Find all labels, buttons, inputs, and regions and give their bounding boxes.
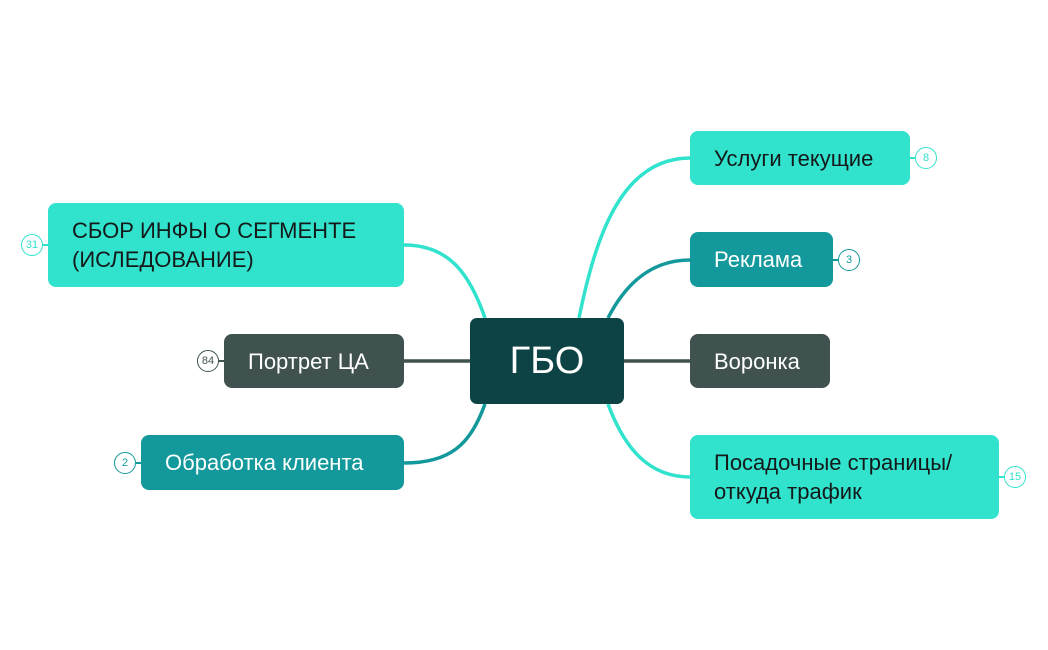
count-badge-obrabotka[interactable]: 2 (114, 452, 136, 474)
connector-posadochnye (606, 403, 691, 479)
connector-reklama (606, 258, 691, 319)
topic-voronka[interactable]: Воронка (690, 334, 830, 388)
topic-sbor-infy[interactable]: СБОР ИНФЫ О СЕГМЕНТЕ (ИСЛЕДОВАНИЕ) (48, 203, 404, 287)
topic-label: СБОР ИНФЫ О СЕГМЕНТЕ (ИСЛЕДОВАНИЕ) (72, 218, 357, 272)
count-badge-portret[interactable]: 84 (197, 350, 219, 372)
topic-portret-ca[interactable]: Портрет ЦА (224, 334, 404, 388)
topic-label: Воронка (714, 348, 800, 374)
connector-uslugi (577, 156, 691, 319)
count-badge-posadochnye[interactable]: 15 (1004, 466, 1026, 488)
topic-reklama[interactable]: Реклама (690, 232, 833, 287)
topic-label: Портрет ЦА (248, 348, 369, 374)
central-topic[interactable]: ГБО (470, 318, 624, 404)
central-topic-label: ГБО (509, 339, 585, 382)
topic-posadochnye-stranitsy[interactable]: Посадочные страницы/ откуда трафик (690, 435, 999, 519)
connector-sbor (403, 243, 487, 319)
topic-label: Обработка клиента (165, 450, 364, 475)
count-badge-sbor[interactable]: 31 (21, 234, 43, 256)
topic-label: Посадочные страницы/ откуда трафик (714, 450, 953, 504)
topic-uslugi-tekushchie[interactable]: Услуги текущие (690, 131, 910, 185)
count-badge-uslugi[interactable]: 8 (915, 147, 937, 169)
topic-obrabotka-klienta[interactable]: Обработка клиента (141, 435, 404, 490)
topic-label: Реклама (714, 247, 803, 272)
count-badge-reklama[interactable]: 3 (838, 249, 860, 271)
connector-obrabotka (403, 403, 487, 465)
topic-label: Услуги текущие (714, 145, 874, 171)
